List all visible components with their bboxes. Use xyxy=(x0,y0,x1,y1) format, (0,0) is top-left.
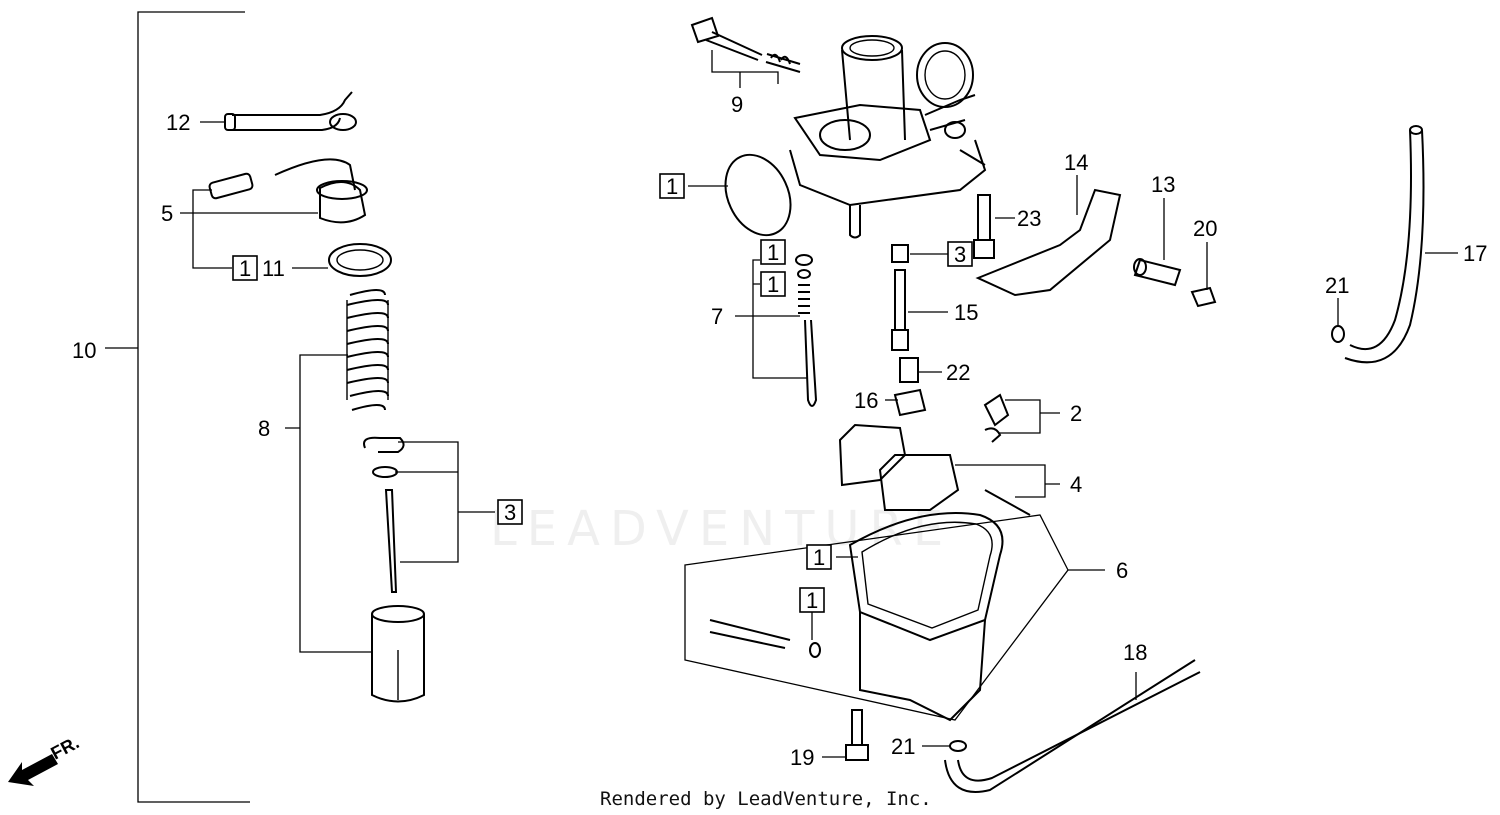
front-direction-arrow: FR. xyxy=(8,732,82,786)
part-21-clip-top xyxy=(1331,298,1345,343)
callout-1: 1 xyxy=(767,272,779,297)
callout-1: 1 xyxy=(239,256,251,281)
part-5-cap xyxy=(180,158,368,269)
callout-2: 2 xyxy=(1070,401,1082,426)
callout-3: 3 xyxy=(954,242,966,267)
callout-11: 11 xyxy=(262,256,285,281)
callout-16: 16 xyxy=(854,388,878,413)
callout-4: 4 xyxy=(1070,472,1082,497)
watermark: LEADVENTURE xyxy=(490,501,953,557)
callout-22: 22 xyxy=(946,360,970,385)
footer-credit: Rendered by LeadVenture, Inc. xyxy=(600,788,932,810)
callout-18: 18 xyxy=(1123,640,1147,665)
part-18-hose xyxy=(944,659,1201,793)
callout-1: 1 xyxy=(806,588,818,613)
part-11-ring xyxy=(292,243,392,277)
callout-1: 1 xyxy=(813,545,825,570)
part-2-float-valve xyxy=(983,393,1060,443)
callout-23: 23 xyxy=(1017,206,1041,231)
part-21-clip-bottom xyxy=(922,740,967,752)
callout-12: 12 xyxy=(166,110,190,135)
part-15-needle-jet xyxy=(891,244,948,351)
callout-1: 1 xyxy=(767,240,779,265)
part-20-screw xyxy=(1190,242,1217,308)
callout-10: 10 xyxy=(72,338,96,363)
callout-9: 9 xyxy=(731,92,743,117)
callout-8: 8 xyxy=(258,416,270,441)
part-6-float-bowl xyxy=(684,512,1105,722)
part-22-jet xyxy=(899,357,942,383)
callout-13: 13 xyxy=(1151,172,1175,197)
callout-14: 14 xyxy=(1064,150,1088,175)
part-7-screw xyxy=(735,254,818,407)
part-8-slide xyxy=(285,354,425,703)
callout-7: 7 xyxy=(711,304,723,329)
callout-19: 19 xyxy=(790,745,814,770)
part-4-float xyxy=(838,423,1060,516)
callout-1: 1 xyxy=(666,174,678,199)
callout-17: 17 xyxy=(1463,241,1487,266)
part-1-gasket xyxy=(688,153,792,237)
part-3-needle xyxy=(363,436,495,593)
callout-3: 3 xyxy=(504,500,516,525)
bracket-10 xyxy=(105,11,250,803)
part-13-collar xyxy=(1133,198,1182,287)
carburetor-body xyxy=(789,35,987,239)
callout-6: 6 xyxy=(1116,558,1128,583)
part-17-hose xyxy=(1344,125,1458,364)
part-23-jet xyxy=(973,194,1015,259)
callout-21: 21 xyxy=(1325,273,1349,298)
part-9-screw xyxy=(690,16,801,88)
callout-20: 20 xyxy=(1193,216,1217,241)
callout-15: 15 xyxy=(954,300,978,325)
callout-21: 21 xyxy=(891,734,915,759)
callout-5: 5 xyxy=(161,201,173,226)
part-14-lever xyxy=(975,175,1122,297)
callout-labels: 10 12 5 1 11 8 3 9 1 1 1 7 23 3 15 22 16… xyxy=(72,92,1487,770)
part-12-tube xyxy=(200,91,357,131)
part-19-screw xyxy=(822,709,869,761)
part-16-holder xyxy=(885,388,927,417)
part-8-spring xyxy=(346,289,389,411)
